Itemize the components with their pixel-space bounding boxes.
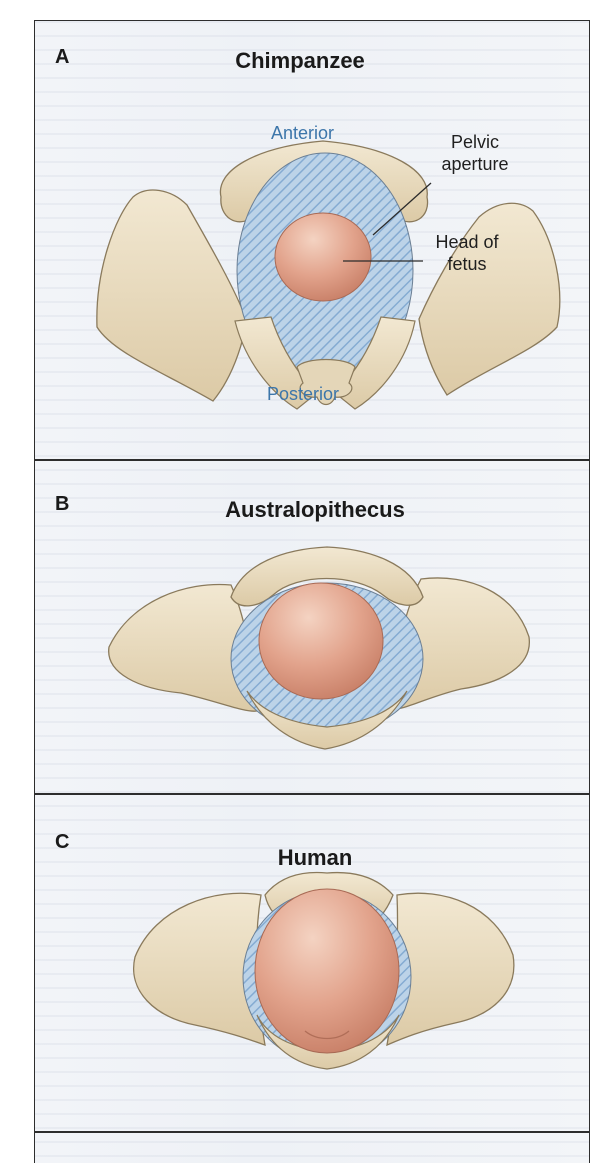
- label-pelvic-aperture-line2: aperture: [433, 153, 517, 175]
- australopithecus-pelvis-illustration: [35, 461, 591, 793]
- label-head-of-fetus-line1: Head of: [427, 231, 507, 253]
- figure-frame: A Chimpanzee Anteri: [34, 20, 590, 1163]
- left-ilium-bone: [97, 190, 247, 401]
- label-posterior: Posterior: [267, 384, 339, 405]
- panel-divider-bottom: [35, 1131, 589, 1133]
- fetal-head: [255, 889, 399, 1053]
- label-pelvic-aperture: Pelvic aperture: [433, 131, 517, 175]
- label-head-of-fetus-line2: fetus: [427, 253, 507, 275]
- panel-b-australopithecus: B Australopithecus: [35, 461, 589, 793]
- label-head-of-fetus: Head of fetus: [427, 231, 507, 275]
- panel-a-chimpanzee: A Chimpanzee Anteri: [35, 21, 589, 461]
- fetal-head: [275, 213, 371, 301]
- label-anterior: Anterior: [271, 123, 334, 144]
- fetal-head: [259, 583, 383, 699]
- human-pelvis-illustration: [35, 795, 591, 1095]
- label-pelvic-aperture-line1: Pelvic: [433, 131, 517, 153]
- panel-c-human: C Human: [35, 795, 589, 1095]
